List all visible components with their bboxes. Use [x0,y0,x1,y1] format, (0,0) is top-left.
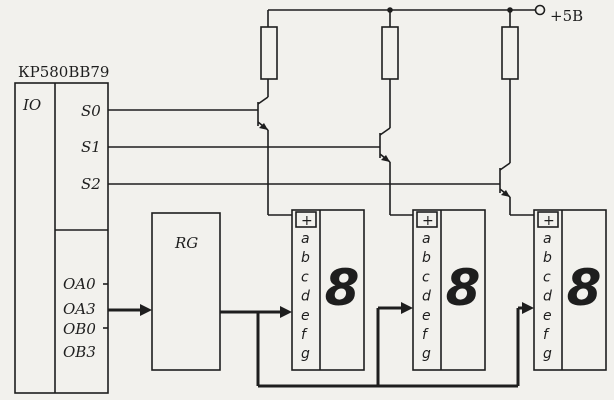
segment-pin-e: e [301,308,310,324]
segment-pin-f: f [543,327,550,343]
display-bus [220,302,534,388]
chip-kr580vv79: КР580ВВ79 IO S0 S1 S2 OA0 OA3 OB0 OB3 [14,63,109,394]
segment-pin-g: g [543,346,552,362]
power-rail: +5В [267,4,583,27]
segment-pin-e: e [543,308,552,324]
segment-pin-a: a [422,231,431,247]
transistor-1 [257,79,292,216]
pin-s1-label: S1 [81,138,101,156]
display-common-pin-box [537,211,559,228]
segment-pin-b: b [543,250,552,266]
segment-pin-d: d [422,289,431,305]
display-common-pin-box [295,211,317,228]
pin-oa3-label: OA3 [63,300,96,318]
bus-chip-to-register [108,304,152,316]
segment-pin-c: c [301,269,309,285]
display-frame [533,209,607,371]
register-body [151,212,221,371]
display-common-pin-label: + [301,213,313,229]
display-common-pin-label: + [543,213,555,229]
display-common-pin-label: + [422,213,434,229]
transistor-3 [499,79,534,216]
chip-io-label: IO [22,96,41,114]
segment-pin-b: b [301,250,310,266]
segment-pin-d: d [301,289,310,305]
segment-pin-a: a [301,231,310,247]
segment-pin-g: g [422,346,431,362]
resistor-1 [260,26,278,80]
segment-pin-a: a [543,231,552,247]
display-common-pin-box [416,211,438,228]
segment-pin-e: e [422,308,431,324]
pin-ob3-label: OB3 [63,343,96,361]
transistor-2 [379,79,413,216]
segment-pin-c: c [543,269,551,285]
pin-ob0-label: OB0 [63,320,96,338]
chip-body [14,82,109,394]
resistor-3 [501,26,519,80]
segment-pin-d: d [543,289,552,305]
pin-oa0-label: OA0 [63,275,96,293]
register-label: RG [174,234,198,252]
power-label: +5В [550,7,583,25]
display-frame [291,209,365,371]
segment-pin-g: g [301,346,310,362]
pin-s2-label: S2 [81,175,101,193]
display-digit: 8 [325,259,360,317]
power-terminal [534,4,546,16]
segment-pin-b: b [422,250,431,266]
segment-pin-c: c [422,269,430,285]
resistor-2 [381,26,399,80]
segment-pin-f: f [422,327,429,343]
segment-pin-f: f [301,327,308,343]
display-frame [412,209,486,371]
pin-s0-label: S0 [81,102,101,120]
display-digit: 8 [446,259,481,317]
display-digit: 8 [567,259,602,317]
chip-title: КР580ВВ79 [18,63,109,81]
register-rg: RG [151,212,221,371]
